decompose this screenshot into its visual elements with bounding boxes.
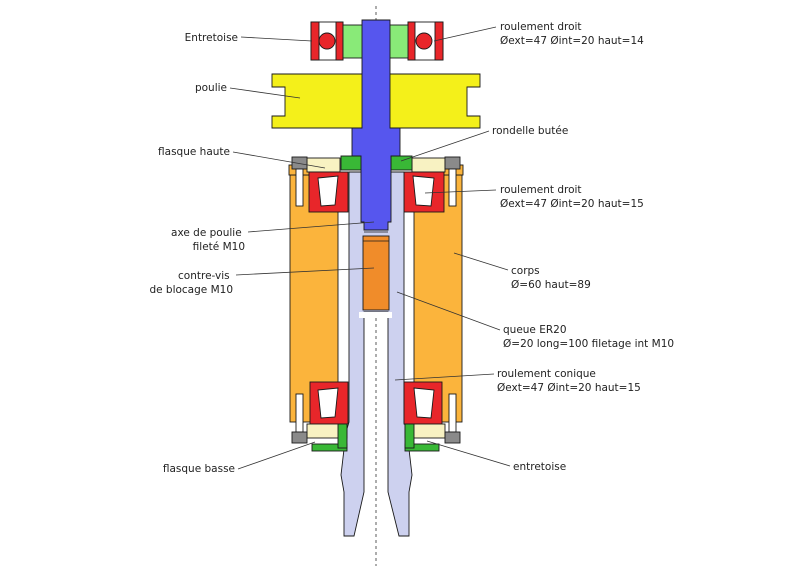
- label-rondelle-butee: rondelle butée: [492, 125, 568, 137]
- shank-bore-opening: [359, 312, 392, 318]
- upper-bolts: [291, 156, 461, 207]
- lower-conical-bearing: [309, 381, 443, 425]
- label-flasque-haute: flasque haute: [158, 146, 230, 158]
- labels: Entretoise poulie flasque haute axe de p…: [149, 21, 674, 475]
- contre-vis: [362, 235, 390, 311]
- label-entretoise-top: Entretoise: [185, 32, 238, 44]
- label-corps: corps Ø=60 haut=89: [511, 265, 591, 291]
- label-queue-er20: queue ER20 Ø=20 long=100 filetage int M1…: [503, 324, 674, 350]
- label-entretoise-bottom: entretoise: [513, 461, 566, 473]
- leader-lines: [229, 26, 511, 470]
- label-flasque-basse: flasque basse: [163, 463, 235, 475]
- lower-bolts: [291, 393, 461, 444]
- label-axe-de-poulie: axe de poulie fileté M10: [171, 227, 245, 253]
- upper-bearing: [308, 171, 445, 213]
- label-poulie: poulie: [195, 82, 227, 94]
- label-roulement-conique: roulement conique Øext=47 Øint=20 haut=1…: [497, 368, 641, 394]
- label-roulement-droit-mid: roulement droit Øext=47 Øint=20 haut=15: [500, 184, 644, 210]
- lower-spacer: [311, 423, 440, 452]
- pulley-axle: [351, 19, 401, 231]
- label-contre-vis: contre-vis de blocage M10: [149, 270, 233, 296]
- label-roulement-droit-top: roulement droit Øext=47 Øint=20 haut=14: [500, 21, 644, 47]
